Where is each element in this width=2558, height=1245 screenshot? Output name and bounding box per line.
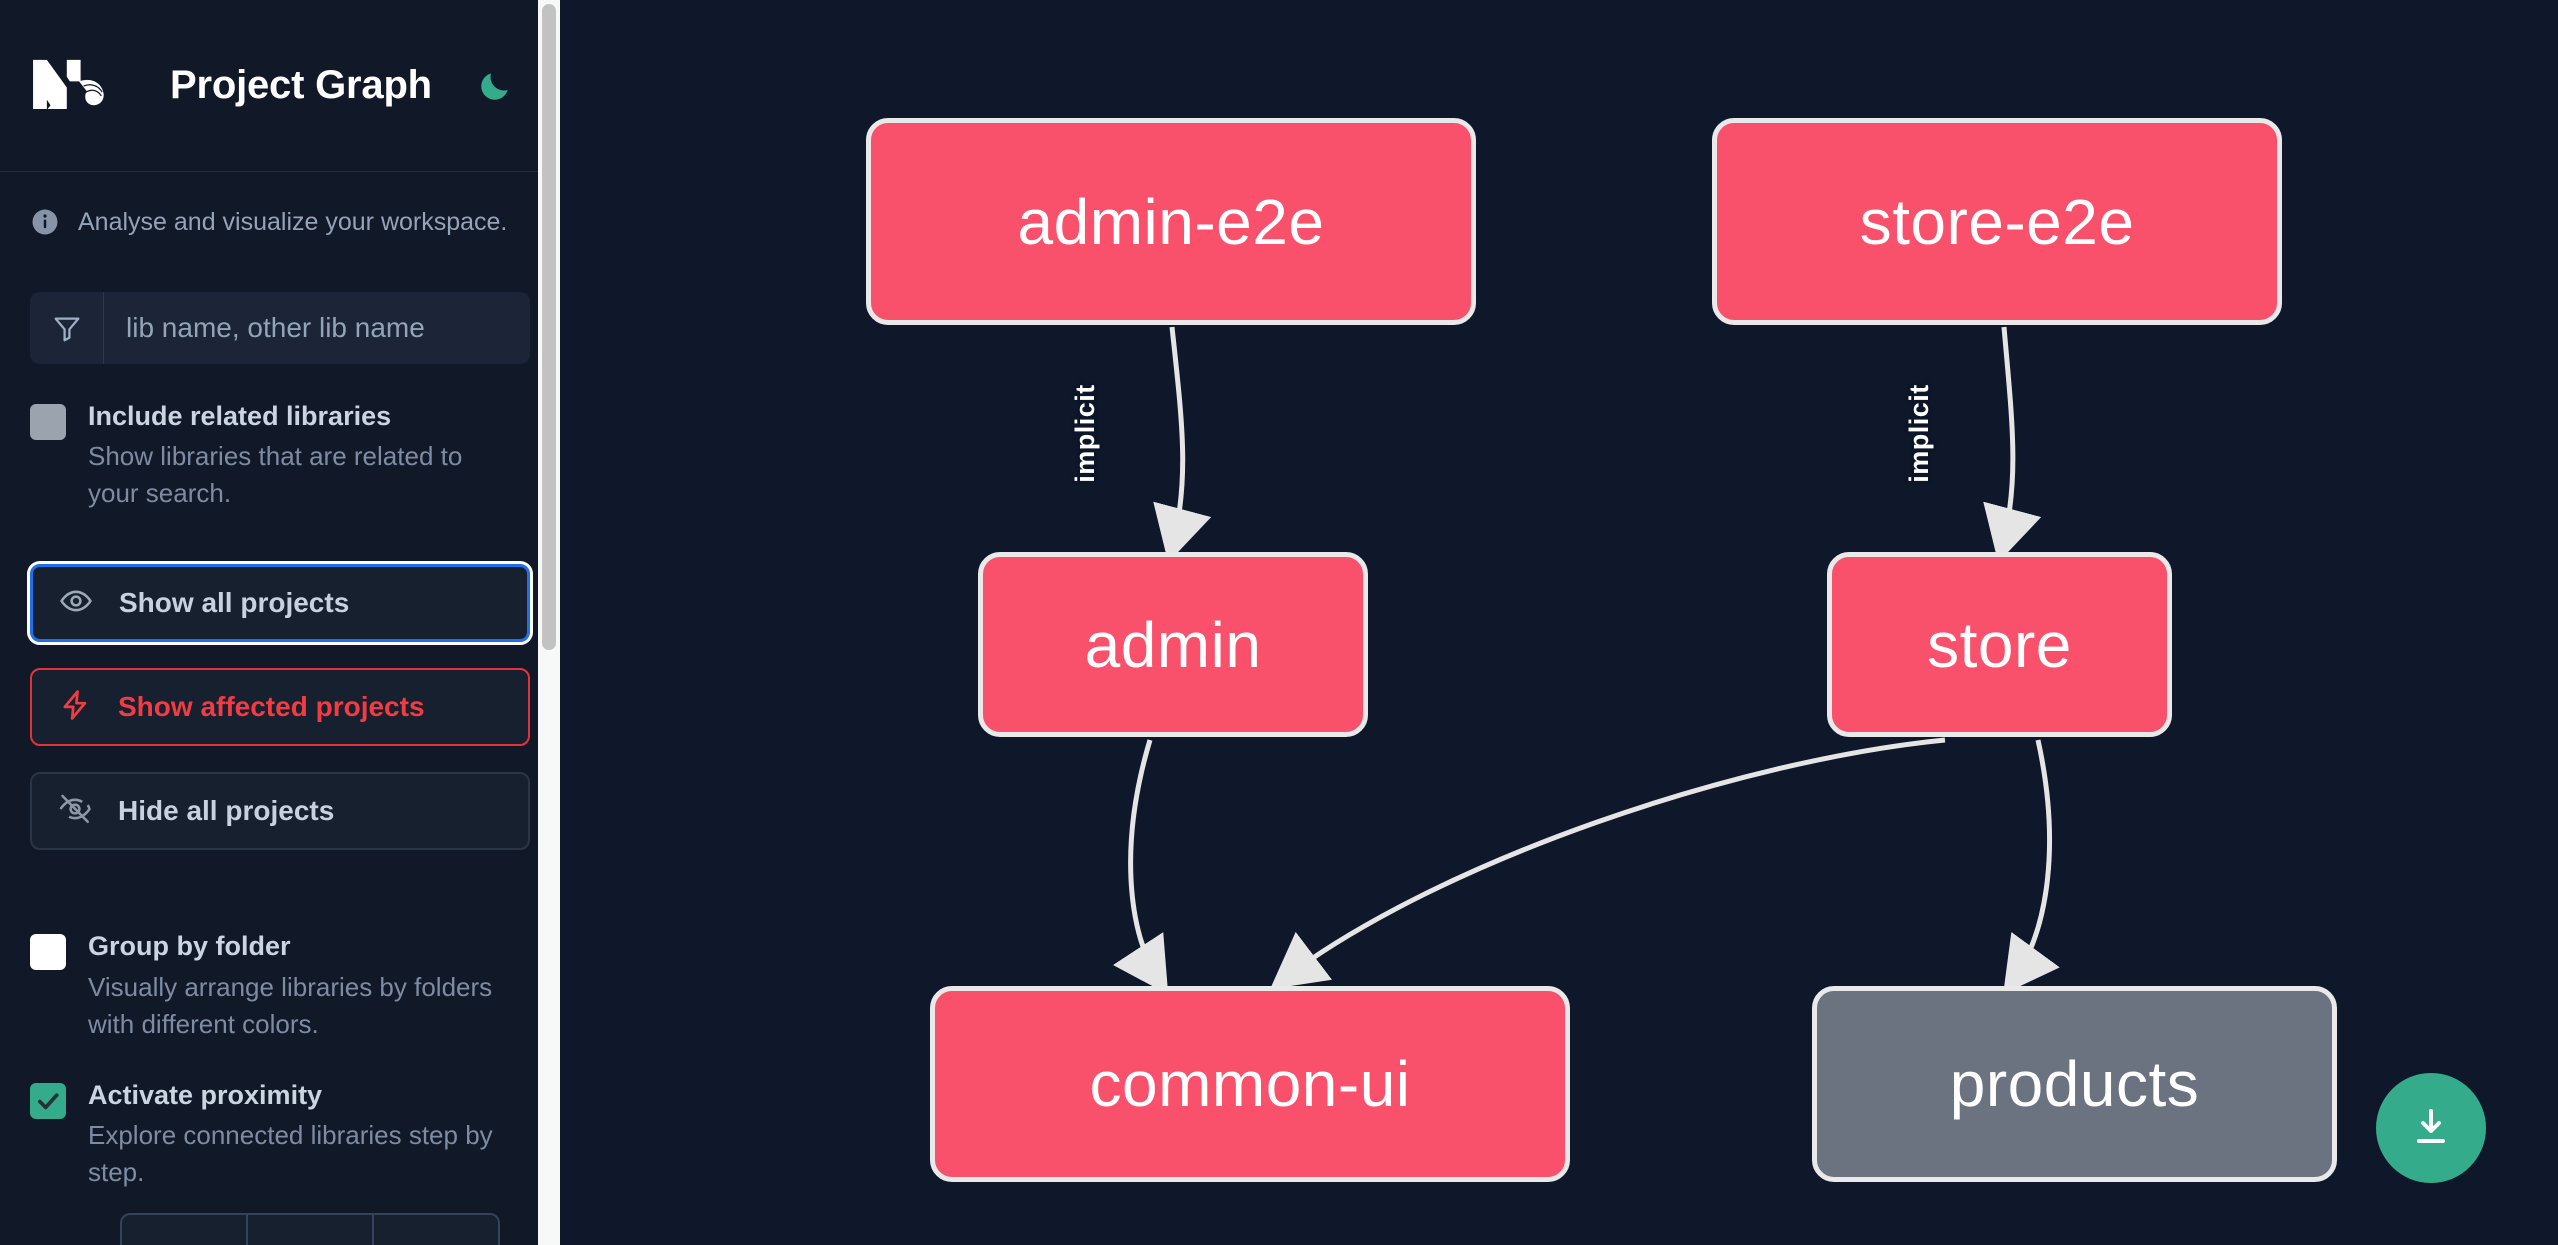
hide-all-projects-label: Hide all projects	[118, 795, 335, 827]
activate-proximity-checkbox[interactable]	[30, 1082, 66, 1119]
graph-node-label: store-e2e	[1859, 185, 2135, 258]
group-by-folder-checkbox[interactable]	[30, 934, 66, 971]
tagline-row: Analyse and visualize your workspace.	[0, 172, 560, 272]
proximity-step-button[interactable]	[374, 1215, 498, 1245]
download-graph-button[interactable]	[2376, 1073, 2486, 1183]
proximity-step-button[interactable]	[122, 1214, 248, 1245]
graph-edges	[1113, 326, 2060, 995]
search-section	[0, 292, 560, 364]
lightning-bolt-icon	[58, 688, 92, 727]
search-input[interactable]	[104, 292, 530, 364]
graph-node-admin-e2e[interactable]: admin-e2e	[866, 118, 1476, 325]
show-all-projects-button[interactable]: Show all projects	[27, 561, 533, 646]
edge-admin-e2e-to-admin	[1153, 326, 1212, 563]
include-related-libraries-description: Show libraries that are related to your …	[88, 441, 463, 509]
graph-node-store[interactable]: store	[1827, 552, 2172, 737]
edge-store-e2e-to-store	[1983, 326, 2042, 563]
show-affected-projects-button[interactable]: Show affected projects	[30, 668, 530, 747]
activate-proximity-label: Activate proximity	[88, 1079, 323, 1110]
page-title: Project Graph	[170, 63, 432, 107]
filter-funnel-icon	[30, 292, 104, 364]
sidebar-scrollbar-thumb[interactable]	[542, 4, 556, 650]
section-divider-gap	[0, 850, 560, 894]
include-related-libraries-checkbox[interactable]	[30, 404, 66, 440]
graph-node-label: admin	[1084, 608, 1262, 681]
graph-node-label: admin-e2e	[1017, 185, 1325, 258]
graph-node-label: common-ui	[1089, 1048, 1411, 1120]
tagline-text: Analyse and visualize your workspace.	[78, 207, 508, 236]
group-by-folder-label: Group by folder	[88, 931, 291, 962]
graph-node-label: store	[1927, 608, 2072, 681]
option-include-related-libraries[interactable]: Include related libraries Show libraries…	[0, 398, 560, 512]
group-by-folder-description: Visually arrange libraries by folders wi…	[88, 971, 493, 1039]
edge-admin-to-common-ui	[1113, 739, 1169, 995]
sidebar: Project Graph Analyse and visualize yo	[0, 0, 560, 1245]
graph-node-admin[interactable]: admin	[978, 552, 1368, 737]
edge-store-to-products	[2003, 739, 2060, 995]
graph-canvas[interactable]: admin-e2e store-e2e admin store common-u…	[560, 0, 2558, 1245]
download-icon	[2417, 1109, 2445, 1143]
eye-icon	[59, 584, 93, 623]
activate-proximity-description: Explore connected libraries step by step…	[88, 1119, 493, 1187]
graph-node-common-ui[interactable]: common-ui	[930, 986, 1570, 1182]
proximity-stepper-group[interactable]	[120, 1212, 500, 1245]
show-all-projects-label: Show all projects	[119, 587, 350, 619]
project-visibility-buttons: Show all projects Show affected projects	[0, 561, 560, 851]
sidebar-header: Project Graph	[0, 0, 560, 172]
edge-label-implicit-admin: implicit	[1069, 384, 1100, 483]
hide-all-projects-button[interactable]: Hide all projects	[30, 772, 530, 851]
proximity-step-button[interactable]	[248, 1214, 374, 1245]
moon-icon[interactable]	[474, 65, 516, 107]
search-box[interactable]	[30, 292, 530, 364]
option-group-by-folder[interactable]: Group by folder Visually arrange librari…	[0, 928, 560, 1042]
info-icon	[30, 207, 60, 237]
option-activate-proximity[interactable]: Activate proximity Explore connected lib…	[0, 1077, 560, 1191]
sidebar-scrollbar[interactable]	[538, 0, 560, 1245]
nx-logo-icon	[30, 55, 122, 117]
edge-store-to-common-ui	[1270, 737, 1946, 990]
graph-node-store-e2e[interactable]: store-e2e	[1712, 118, 2282, 325]
graph-node-products[interactable]: products	[1812, 986, 2337, 1182]
show-affected-projects-label: Show affected projects	[118, 691, 425, 723]
eye-off-icon	[58, 792, 92, 831]
edge-label-implicit-store: implicit	[1903, 384, 1934, 483]
include-related-libraries-label: Include related libraries	[88, 401, 392, 431]
graph-node-label: products	[1949, 1048, 2200, 1120]
